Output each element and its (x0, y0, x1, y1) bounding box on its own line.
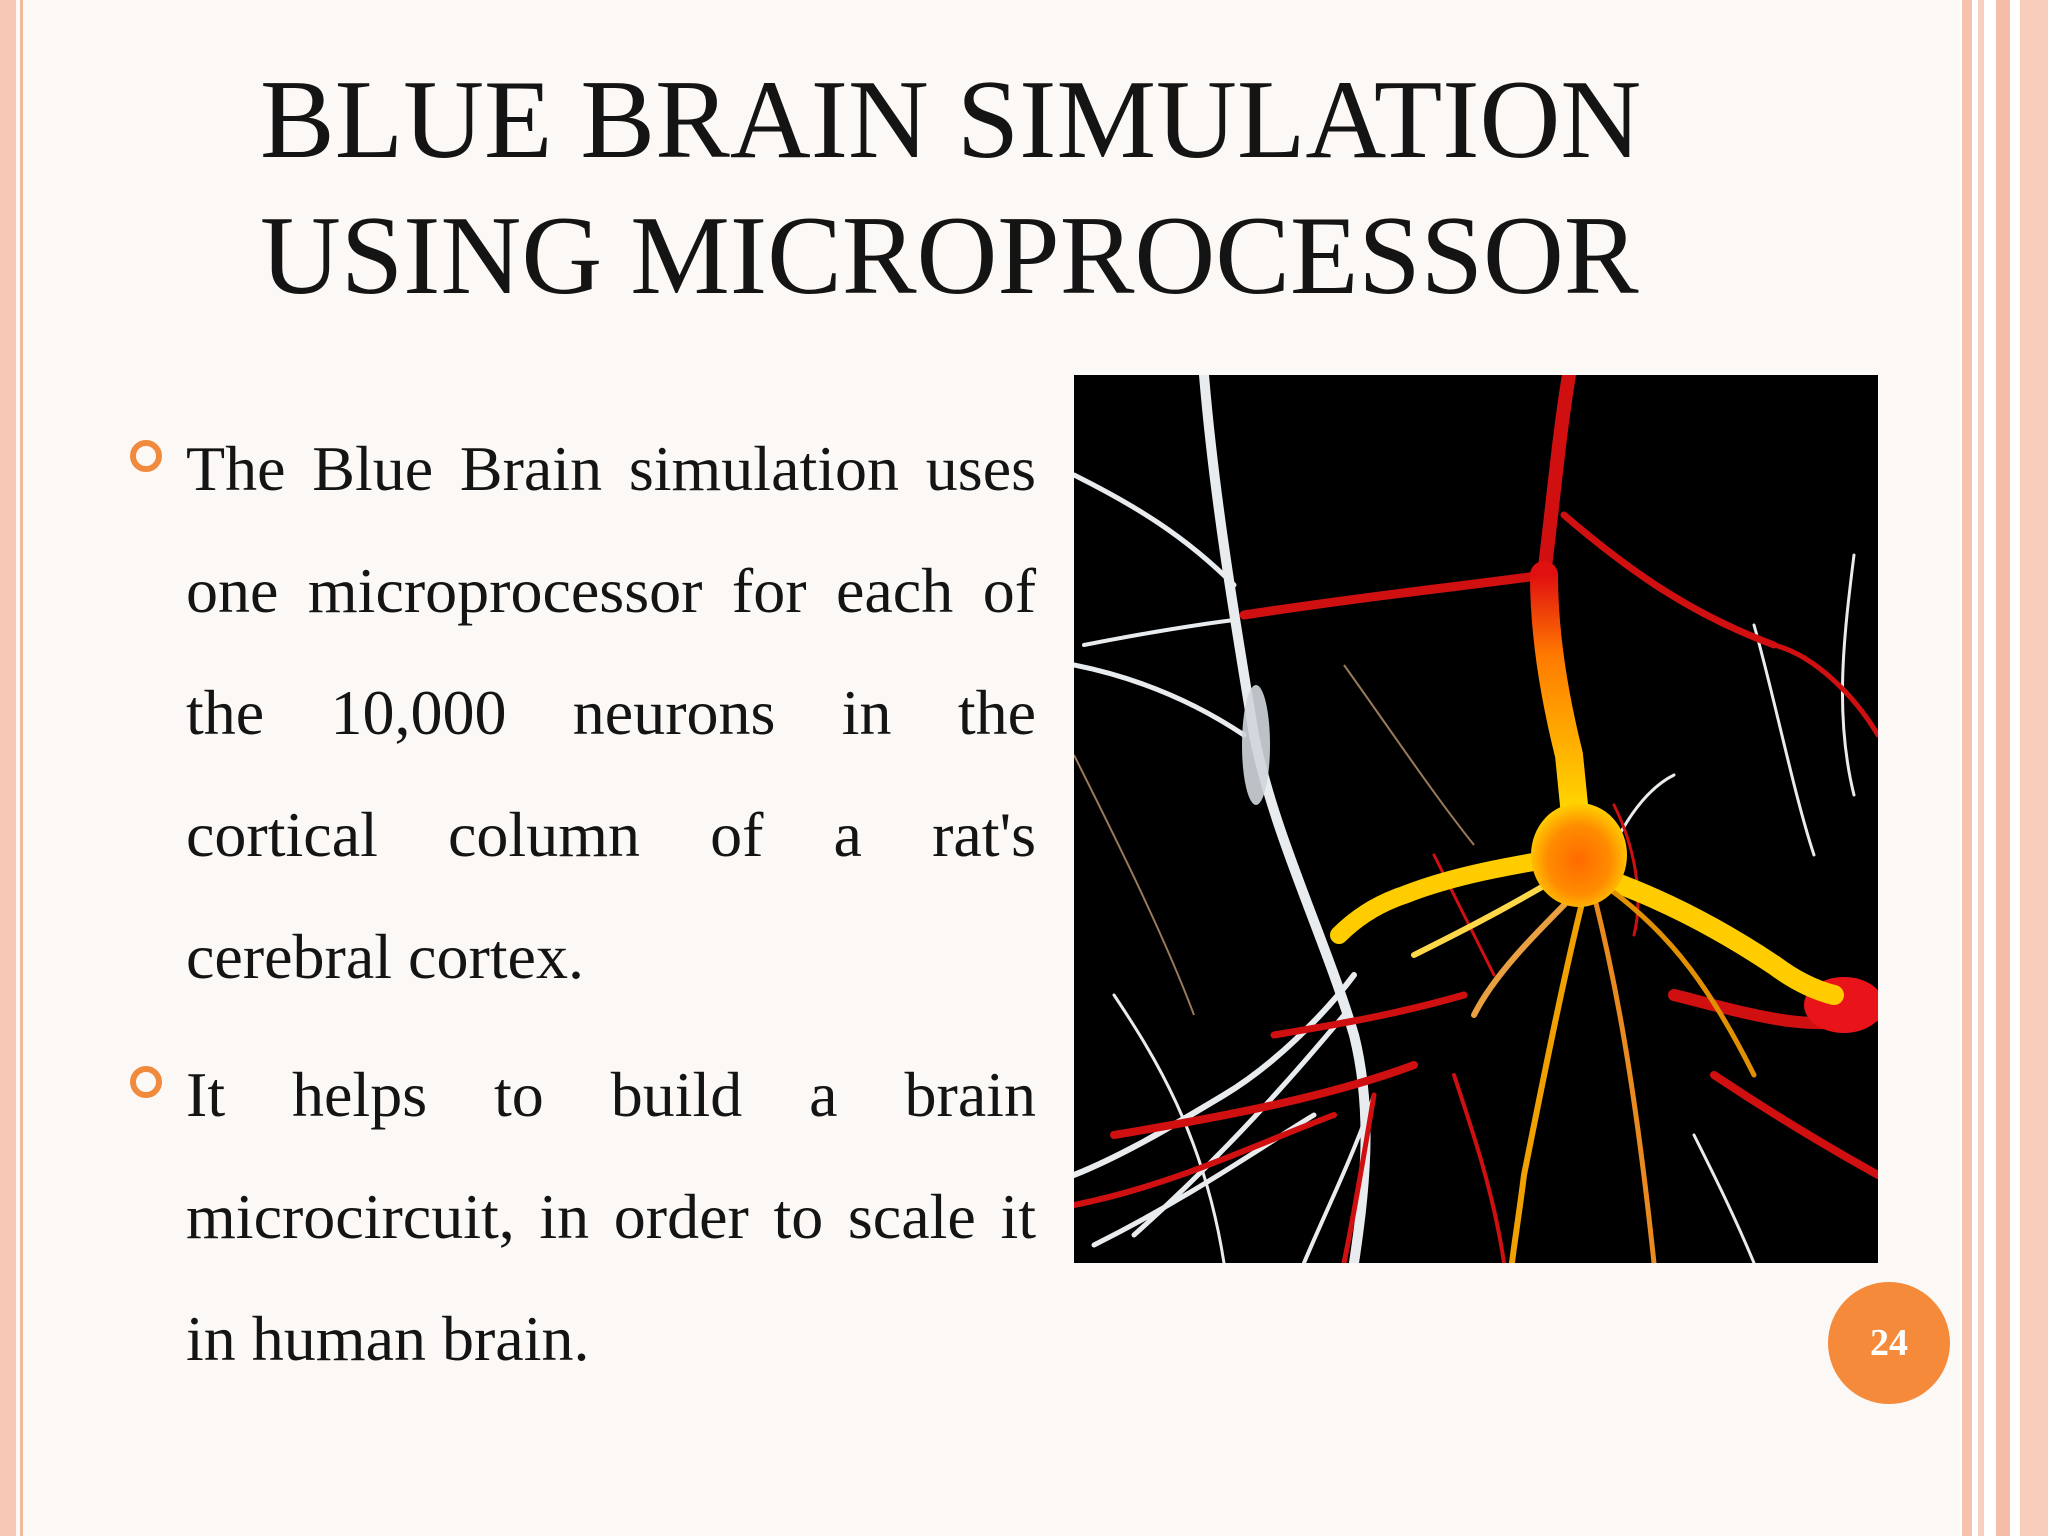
bullet-circle-icon (130, 440, 162, 472)
bullet-text: The Blue Brain simulation uses one micro… (186, 433, 1036, 992)
bullet-list: The Blue Brain simulation uses one micro… (126, 408, 1036, 1416)
slide-title: BLUE BRAIN SIMULATION USING MICROPROCESS… (260, 52, 1660, 324)
neuron-illustration (1074, 375, 1878, 1263)
bullet-circle-icon (130, 1066, 162, 1098)
right-border-band (1996, 0, 2010, 1536)
right-border-band (1962, 0, 1972, 1536)
left-border-band (0, 0, 16, 1536)
right-border-band (1978, 0, 1984, 1536)
bullet-item: It helps to build a brain microcircuit, … (126, 1034, 1036, 1400)
right-border-band (2020, 0, 2048, 1536)
slide-number-badge: 24 (1828, 1282, 1950, 1404)
left-border-line (20, 0, 23, 1536)
slide-title-line: USING MICROPROCESSOR (260, 194, 1639, 318)
bullet-text: It helps to build a brain microcircuit, … (186, 1059, 1036, 1374)
slide-title-line: BLUE BRAIN SIMULATION (260, 58, 1642, 182)
neuron-image (1074, 375, 1878, 1263)
bullet-item: The Blue Brain simulation uses one micro… (126, 408, 1036, 1018)
